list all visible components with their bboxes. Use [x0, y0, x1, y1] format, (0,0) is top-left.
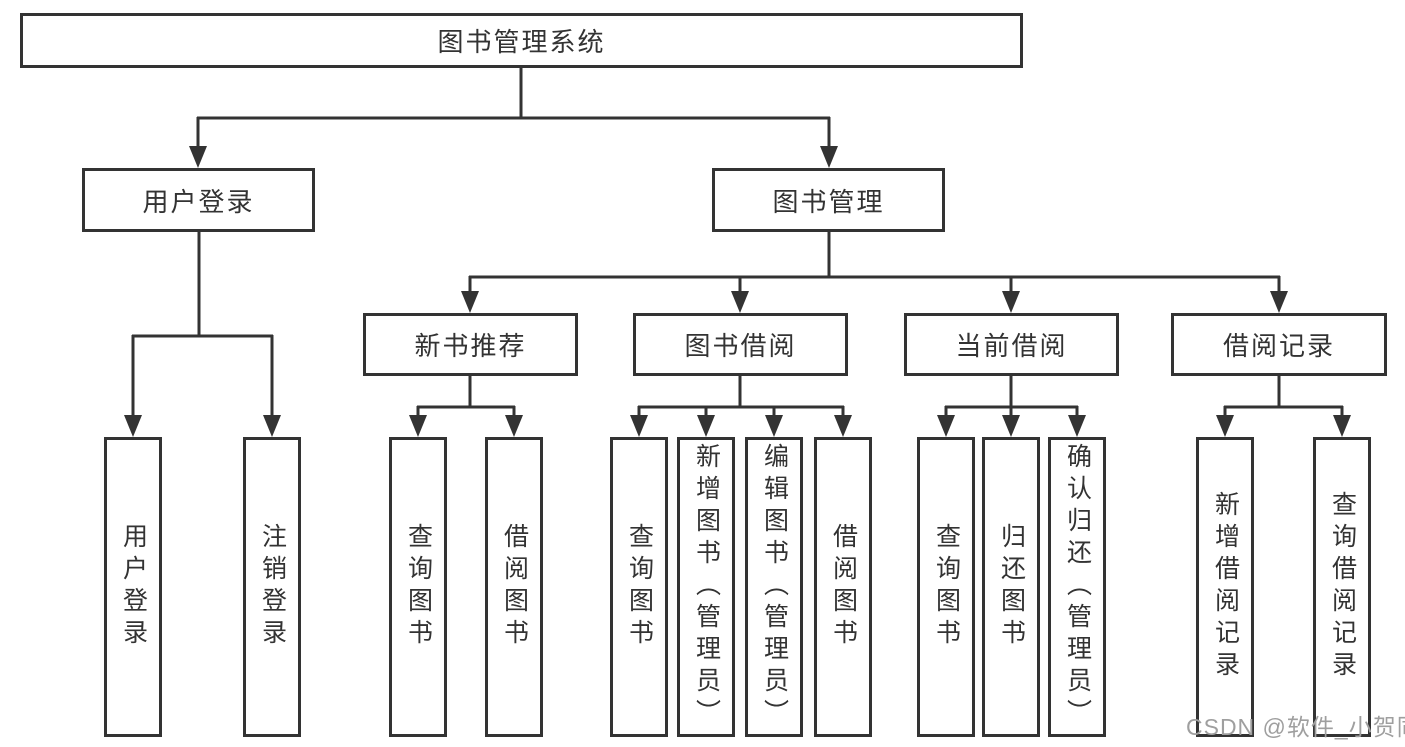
- node-book-borrow: 图书借阅: [633, 313, 848, 376]
- leaf-borrow-borrow-books-label: 借阅图书: [829, 523, 858, 651]
- leaf-borrow-edit-books-admin: 编辑图书（管理员）: [745, 437, 803, 737]
- node-user-login: 用户登录: [82, 168, 315, 232]
- leaf-logout: 注销登录: [243, 437, 301, 737]
- leaf-user-login-label: 用户登录: [119, 523, 148, 651]
- root-node-library-system: 图书管理系统: [20, 13, 1023, 68]
- node-borrow-record: 借阅记录: [1171, 313, 1387, 376]
- leaf-record-add-label: 新增借阅记录: [1211, 491, 1240, 683]
- leaf-borrow-add-books-admin: 新增图书（管理员）: [677, 437, 735, 737]
- leaf-record-query: 查询借阅记录: [1313, 437, 1371, 737]
- leaf-current-return-books: 归还图书: [982, 437, 1040, 737]
- arrowheads: [124, 146, 1351, 437]
- leaf-current-confirm-return-admin: 确认归还（管理员）: [1048, 437, 1106, 737]
- node-book-management: 图书管理: [712, 168, 945, 232]
- leaf-borrow-query-books: 查询图书: [610, 437, 668, 737]
- node-current-borrow: 当前借阅: [904, 313, 1119, 376]
- leaf-record-add: 新增借阅记录: [1196, 437, 1254, 737]
- leaf-borrow-query-books-label: 查询图书: [625, 523, 654, 651]
- leaf-borrow-add-books-admin-label: 新增图书（管理员）: [692, 443, 721, 731]
- leaf-logout-label: 注销登录: [258, 523, 287, 651]
- node-new-book-recommend: 新书推荐: [363, 313, 578, 376]
- leaf-user-login: 用户登录: [104, 437, 162, 737]
- leaf-current-confirm-return-admin-label: 确认归还（管理员）: [1063, 443, 1092, 731]
- leaf-record-query-label: 查询借阅记录: [1328, 491, 1357, 683]
- leaf-borrow-edit-books-admin-label: 编辑图书（管理员）: [760, 443, 789, 731]
- leaf-newbook-borrow-books-label: 借阅图书: [500, 523, 529, 651]
- leaf-newbook-query-books-label: 查询图书: [404, 523, 433, 651]
- leaf-current-query-books-label: 查询图书: [932, 523, 961, 651]
- leaf-newbook-borrow-books: 借阅图书: [485, 437, 543, 737]
- leaf-current-query-books: 查询图书: [917, 437, 975, 737]
- leaf-newbook-query-books: 查询图书: [389, 437, 447, 737]
- leaf-borrow-borrow-books: 借阅图书: [814, 437, 872, 737]
- watermark-text: CSDN @软件_小贺同学: [1186, 714, 1405, 740]
- leaf-current-return-books-label: 归还图书: [997, 523, 1026, 651]
